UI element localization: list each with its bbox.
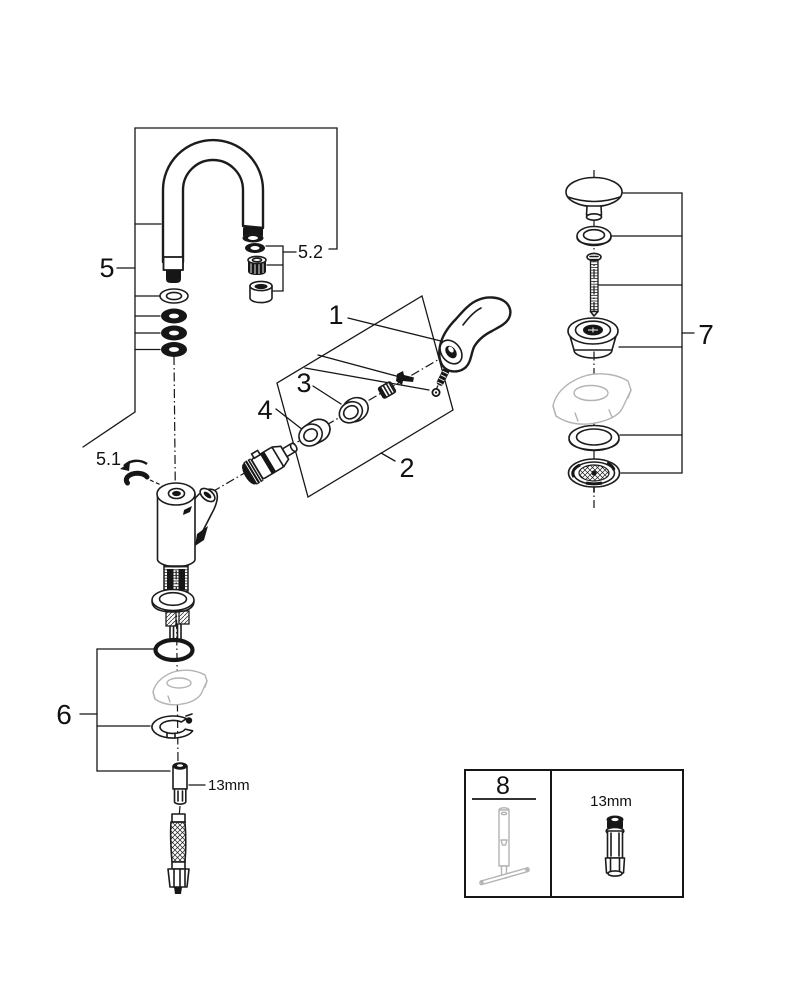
faucet-body xyxy=(156,482,196,568)
counter-section-ghost xyxy=(152,669,208,706)
handle-socket xyxy=(439,339,463,365)
base-o-ring xyxy=(153,637,195,663)
handle-ball xyxy=(431,387,441,397)
callout-6: 6 xyxy=(56,699,72,730)
callout-lines xyxy=(79,127,695,786)
box-stud xyxy=(604,815,626,877)
spout-group xyxy=(159,138,265,357)
mounting-group xyxy=(151,637,208,894)
callout-5-2: 5.2 xyxy=(298,242,323,262)
spout-o-rings xyxy=(161,308,187,357)
aerator-group xyxy=(245,243,273,304)
callout-5-1: 5.1 xyxy=(96,449,121,469)
callout-7: 7 xyxy=(698,319,714,350)
gooseneck-spout xyxy=(161,138,265,264)
mounting-stud xyxy=(172,762,188,805)
drain-plug-cap xyxy=(565,176,623,222)
crescent-clamp xyxy=(151,713,194,739)
socket-wrench-tool xyxy=(479,807,530,886)
callout-3: 3 xyxy=(296,368,311,398)
escutcheon-ring xyxy=(338,396,369,424)
faucet-body-group xyxy=(151,482,219,642)
cap-ring xyxy=(298,418,331,447)
handle-spring xyxy=(436,368,450,386)
handle-nut xyxy=(377,381,397,399)
handle-group xyxy=(396,296,512,397)
drain-seal-ring xyxy=(568,424,620,452)
drain-strainer-basket xyxy=(567,458,621,493)
spout-washer xyxy=(159,288,189,304)
cartridge-chain xyxy=(239,381,397,485)
flex-hose xyxy=(167,813,190,894)
drain-washer xyxy=(576,225,612,247)
aerator-washer xyxy=(245,243,265,253)
callout-2: 2 xyxy=(399,453,414,483)
aerator-insert xyxy=(247,255,267,275)
counter-section-ghost-2 xyxy=(552,373,632,425)
handle-screw xyxy=(396,371,414,385)
callout-8: 8 xyxy=(496,772,510,800)
drain-flange xyxy=(567,317,619,359)
cartridge xyxy=(239,442,298,485)
drain-group xyxy=(552,176,632,493)
callout-4: 4 xyxy=(257,395,272,425)
callout-1: 1 xyxy=(328,300,343,330)
threaded-shank xyxy=(163,565,189,592)
labels: 5 5.1 5.2 1 2 3 4 6 7 8 13mm 13mm xyxy=(56,242,714,810)
clip-5-1 xyxy=(120,459,150,486)
mounting-flange xyxy=(151,588,195,642)
spout-thread xyxy=(162,256,184,271)
aerator-sleeve xyxy=(249,280,273,304)
drain-screw xyxy=(586,252,602,317)
dimension-box-stud: 13mm xyxy=(590,793,632,810)
tool-box-panel xyxy=(464,769,684,898)
callout-5: 5 xyxy=(99,253,114,283)
dimension-stud: 13mm xyxy=(208,777,250,794)
